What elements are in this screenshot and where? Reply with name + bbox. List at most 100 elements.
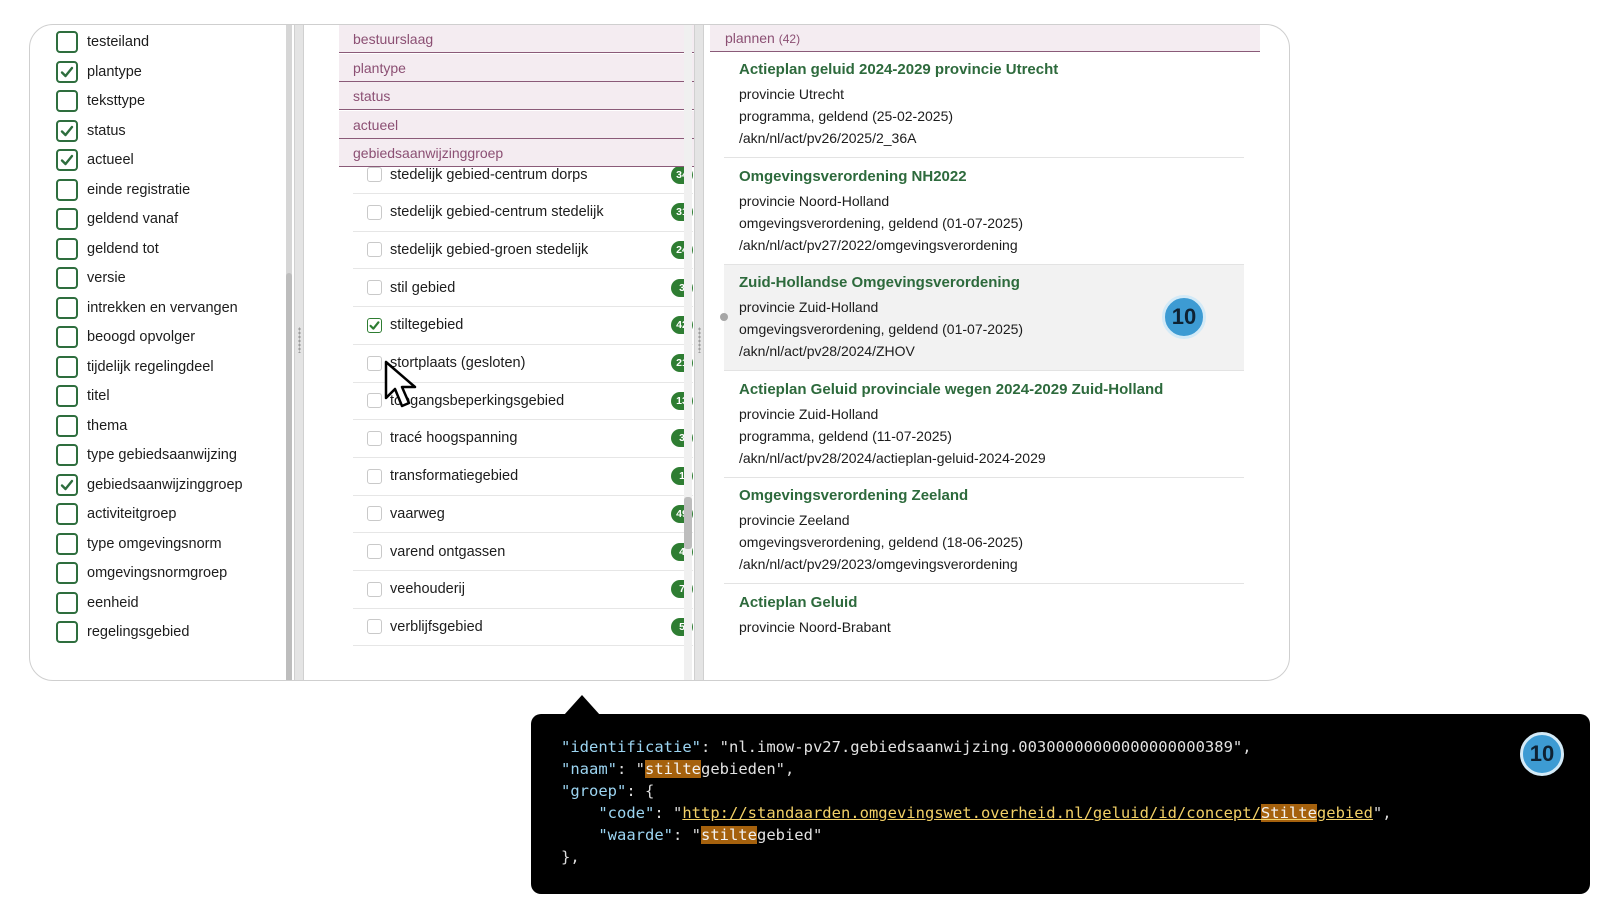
- field-option[interactable]: actueel: [56, 147, 134, 173]
- field-option[interactable]: regelingsgebied: [56, 619, 189, 645]
- plan-card[interactable]: Actieplan geluid 2024-2029 provincie Utr…: [724, 52, 1244, 158]
- field-checkbox[interactable]: [56, 208, 78, 230]
- plans-header[interactable]: plannen (42): [710, 25, 1260, 52]
- field-checkbox[interactable]: [56, 562, 78, 584]
- field-checkbox[interactable]: [56, 326, 78, 348]
- facet-checkbox[interactable]: [367, 204, 382, 220]
- facet-value-label: varend ontgassen: [390, 543, 506, 560]
- field-option[interactable]: intrekken en vervangen: [56, 295, 238, 321]
- plan-path: /akn/nl/act/pv27/2022/omgevingsverordeni…: [739, 236, 1018, 253]
- field-checkbox[interactable]: [56, 473, 78, 496]
- field-checkbox[interactable]: [56, 267, 78, 289]
- facets-scrollbar-thumb[interactable]: [684, 497, 692, 549]
- field-checkbox[interactable]: [56, 385, 78, 407]
- facet-checkbox[interactable]: [367, 544, 382, 559]
- facet-checkbox[interactable]: [367, 317, 382, 333]
- field-option[interactable]: gebiedsaanwijzinggroep: [56, 472, 243, 498]
- resize-handle-left[interactable]: [294, 25, 304, 680]
- plan-title[interactable]: Omgevingsverordening NH2022: [739, 167, 967, 185]
- field-checkbox[interactable]: [56, 414, 78, 437]
- plan-path: /akn/nl/act/pv28/2024/ZHOV: [739, 343, 915, 359]
- field-option[interactable]: thema: [56, 413, 127, 439]
- facet-checkbox[interactable]: [367, 468, 382, 484]
- plan-type-status: programma, geldend (25-02-2025): [739, 108, 954, 124]
- field-option[interactable]: type omgevingsnorm: [56, 531, 222, 557]
- field-checkbox[interactable]: [56, 237, 78, 260]
- facet-checkbox[interactable]: [367, 430, 382, 446]
- field-option[interactable]: versie: [56, 265, 126, 291]
- field-option[interactable]: activiteitgroep: [56, 501, 176, 527]
- field-checkbox[interactable]: [56, 355, 78, 378]
- field-checkbox[interactable]: [56, 149, 78, 171]
- field-option[interactable]: type gebiedsaanwijzing: [56, 442, 237, 468]
- facet-header[interactable]: gebiedsaanwijzinggroep: [339, 139, 701, 168]
- facet-checkbox[interactable]: [367, 355, 382, 371]
- field-option[interactable]: testeiland: [56, 29, 149, 55]
- field-option[interactable]: omgevingsnormgroep: [56, 560, 227, 586]
- field-option[interactable]: beoogd opvolger: [56, 324, 195, 350]
- field-checkbox[interactable]: [56, 296, 78, 319]
- facet-checkbox[interactable]: [367, 619, 382, 635]
- field-checkbox[interactable]: [56, 60, 78, 83]
- plan-card[interactable]: Actieplan Geluid provinciale wegen 2024-…: [724, 372, 1244, 478]
- field-checkbox[interactable]: [56, 621, 78, 643]
- plan-title[interactable]: Omgevingsverordening Zeeland: [739, 487, 969, 504]
- fields-scrollbar[interactable]: [286, 25, 292, 680]
- field-checkbox[interactable]: [56, 503, 78, 525]
- fields-scrollbar-thumb[interactable]: [286, 273, 292, 680]
- facet-header[interactable]: bestuurslaag: [339, 25, 701, 53]
- field-checkbox[interactable]: [56, 444, 78, 466]
- facet-checkbox[interactable]: [367, 393, 382, 409]
- facet-header[interactable]: plantype: [339, 53, 701, 82]
- plan-card[interactable]: Omgevingsverordening NH2022 provincie Noo…: [724, 159, 1244, 265]
- field-checkbox[interactable]: [56, 119, 78, 142]
- field-option[interactable]: geldend tot: [56, 236, 159, 262]
- field-option[interactable]: plantype: [56, 59, 142, 85]
- field-checkbox[interactable]: [56, 90, 78, 112]
- facet-checkbox[interactable]: [367, 280, 382, 296]
- field-checkbox[interactable]: [56, 591, 78, 614]
- plan-title[interactable]: Actieplan Geluid provinciale wegen 2024-…: [739, 380, 1164, 398]
- field-option[interactable]: titel: [56, 383, 110, 409]
- field-option[interactable]: teksttype: [56, 88, 145, 114]
- field-checkbox[interactable]: [56, 532, 78, 555]
- facet-checkbox[interactable]: [367, 167, 382, 182]
- facet-header[interactable]: status: [339, 82, 701, 111]
- plan-authority: provincie Noord-Holland: [739, 192, 890, 209]
- field-option[interactable]: status: [56, 118, 126, 144]
- plan-title[interactable]: Zuid-Hollandse Omgevingsverordening: [739, 274, 1020, 291]
- field-option[interactable]: tijdelijk regelingdeel: [56, 354, 214, 380]
- facet-checkbox[interactable]: [367, 506, 382, 522]
- concept-url-link[interactable]: http://standaarden.omgevingswet.overheid…: [682, 804, 1373, 822]
- field-option[interactable]: geldend vanaf: [56, 206, 178, 232]
- field-option[interactable]: einde registratie: [56, 177, 190, 203]
- field-option[interactable]: eenheid: [56, 590, 139, 616]
- code-key: "code": [598, 804, 655, 822]
- field-label: beoogd opvolger: [87, 329, 196, 345]
- facet-header[interactable]: actueel: [339, 110, 701, 139]
- facets-scrollbar[interactable]: [684, 25, 692, 680]
- field-checkbox[interactable]: [56, 178, 78, 201]
- resize-handle-right[interactable]: [694, 25, 704, 680]
- facet-checkbox[interactable]: [367, 581, 382, 597]
- field-checkbox[interactable]: [56, 31, 78, 53]
- plan-title[interactable]: Actieplan geluid 2024-2029 provincie Utr…: [739, 61, 1059, 78]
- plan-title[interactable]: Actieplan Geluid: [739, 593, 858, 611]
- facet-checkbox[interactable]: [367, 242, 382, 258]
- facet-value-label: veehouderij: [390, 581, 465, 598]
